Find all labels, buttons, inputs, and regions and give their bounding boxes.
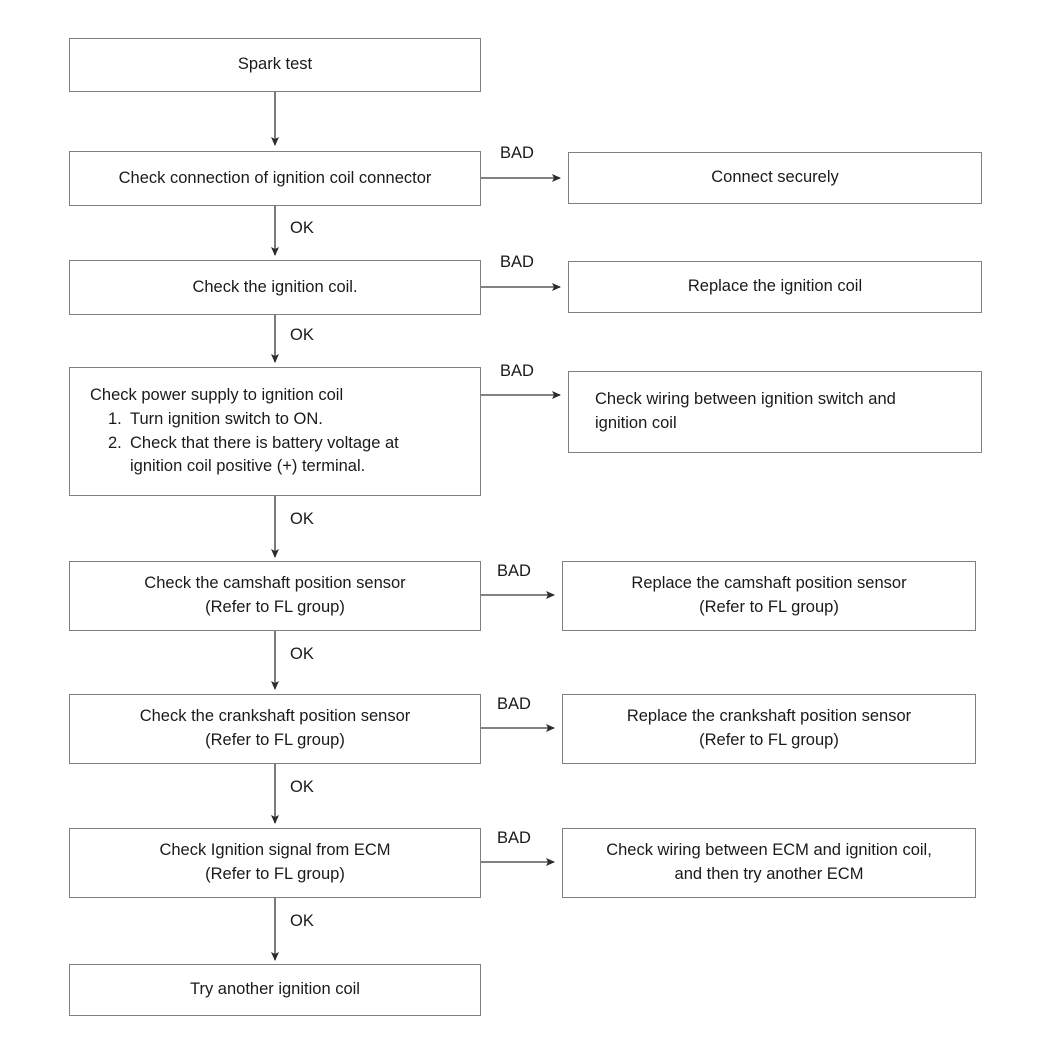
node-check-wiring-ignition-switch-line1: Check wiring between ignition switch and [595, 390, 896, 409]
step-text: Check that there is battery voltage at [130, 433, 399, 452]
edge-label-bad-4: BAD [497, 562, 531, 580]
node-replace-crankshaft-sensor-line2: (Refer to FL group) [699, 731, 839, 749]
node-check-connector-label: Check connection of ignition coil connec… [118, 168, 432, 187]
edge-label-bad-3: BAD [500, 362, 534, 380]
node-replace-crankshaft-sensor-body: Replace the crankshaft position sensor (… [571, 705, 967, 753]
node-try-another-coil-label: Try another ignition coil [190, 980, 360, 999]
node-check-crankshaft-sensor[interactable]: Check the crankshaft position sensor (Re… [69, 694, 481, 764]
node-check-crankshaft-sensor-line1: Check the crankshaft position sensor [139, 707, 411, 726]
edge-label-bad-5: BAD [497, 695, 531, 713]
list-item: 2. Check that there is battery voltage at… [90, 432, 472, 480]
step-text: Turn ignition switch to ON. [130, 409, 323, 428]
node-check-wiring-ecm-line2: and then try another ECM [674, 865, 864, 883]
edge-label-bad-1: BAD [500, 144, 534, 162]
node-check-wiring-ecm-body: Check wiring between ECM and ignition co… [571, 839, 967, 887]
node-check-camshaft-sensor-line2: (Refer to FL group) [205, 598, 345, 616]
edge-label-ok-5: OK [290, 778, 314, 796]
node-check-connector[interactable]: Check connection of ignition coil connec… [69, 151, 481, 206]
node-check-wiring-ignition-switch-body: Check wiring between ignition switch and… [595, 388, 973, 436]
node-replace-camshaft-sensor[interactable]: Replace the camshaft position sensor (Re… [562, 561, 976, 631]
node-replace-camshaft-sensor-line1: Replace the camshaft position sensor [631, 574, 907, 593]
node-check-power-supply-heading: Check power supply to ignition coil [90, 385, 344, 404]
node-check-wiring-ecm-line1: Check wiring between ECM and ignition co… [606, 841, 932, 860]
node-check-crankshaft-sensor-body: Check the crankshaft position sensor (Re… [78, 705, 472, 753]
node-replace-camshaft-sensor-body: Replace the camshaft position sensor (Re… [571, 572, 967, 620]
node-connect-securely-label: Connect securely [711, 168, 839, 187]
node-replace-ignition-coil-label: Replace the ignition coil [687, 277, 863, 296]
node-spark-test-label: Spark test [237, 55, 313, 74]
node-check-camshaft-sensor[interactable]: Check the camshaft position sensor (Refe… [69, 561, 481, 631]
node-check-ignition-signal-ecm[interactable]: Check Ignition signal from ECM (Refer to… [69, 828, 481, 898]
edge-label-ok-2: OK [290, 326, 314, 344]
edge-label-ok-6: OK [290, 912, 314, 930]
node-replace-ignition-coil[interactable]: Replace the ignition coil [568, 261, 982, 313]
node-check-camshaft-sensor-line1: Check the camshaft position sensor [144, 574, 406, 593]
node-connect-securely[interactable]: Connect securely [568, 152, 982, 204]
node-replace-camshaft-sensor-line2: (Refer to FL group) [699, 598, 839, 616]
node-check-wiring-ignition-switch[interactable]: Check wiring between ignition switch and… [568, 371, 982, 453]
step-text-continued: ignition coil positive (+) terminal. [130, 457, 366, 476]
node-check-power-supply[interactable]: Check power supply to ignition coil 1. Tu… [69, 367, 481, 496]
node-check-power-supply-body: Check power supply to ignition coil 1. Tu… [90, 384, 472, 480]
step-number: 1. [108, 409, 122, 428]
node-spark-test[interactable]: Spark test [69, 38, 481, 92]
node-check-ignition-coil-label: Check the ignition coil. [192, 277, 358, 296]
node-check-ignition-signal-ecm-body: Check Ignition signal from ECM (Refer to… [78, 839, 472, 887]
edge-label-bad-6: BAD [497, 829, 531, 847]
node-check-camshaft-sensor-body: Check the camshaft position sensor (Refe… [78, 572, 472, 620]
node-check-ignition-coil[interactable]: Check the ignition coil. [69, 260, 481, 315]
edge-label-ok-4: OK [290, 645, 314, 663]
node-try-another-coil[interactable]: Try another ignition coil [69, 964, 481, 1016]
node-check-power-supply-steps: 1. Turn ignition switch to ON. 2. Check th… [90, 408, 472, 480]
node-check-ignition-signal-ecm-line2: (Refer to FL group) [205, 865, 345, 883]
node-check-crankshaft-sensor-line2: (Refer to FL group) [205, 731, 345, 749]
node-replace-crankshaft-sensor[interactable]: Replace the crankshaft position sensor (… [562, 694, 976, 764]
edge-label-bad-2: BAD [500, 253, 534, 271]
edge-label-ok-3: OK [290, 510, 314, 528]
node-check-wiring-ecm[interactable]: Check wiring between ECM and ignition co… [562, 828, 976, 898]
node-check-ignition-signal-ecm-line1: Check Ignition signal from ECM [159, 841, 391, 860]
step-number: 2. [108, 433, 122, 452]
edge-label-ok-1: OK [290, 219, 314, 237]
node-check-wiring-ignition-switch-line2: ignition coil [595, 414, 677, 432]
node-replace-crankshaft-sensor-line1: Replace the crankshaft position sensor [626, 707, 912, 726]
list-item: 1. Turn ignition switch to ON. [90, 408, 472, 432]
